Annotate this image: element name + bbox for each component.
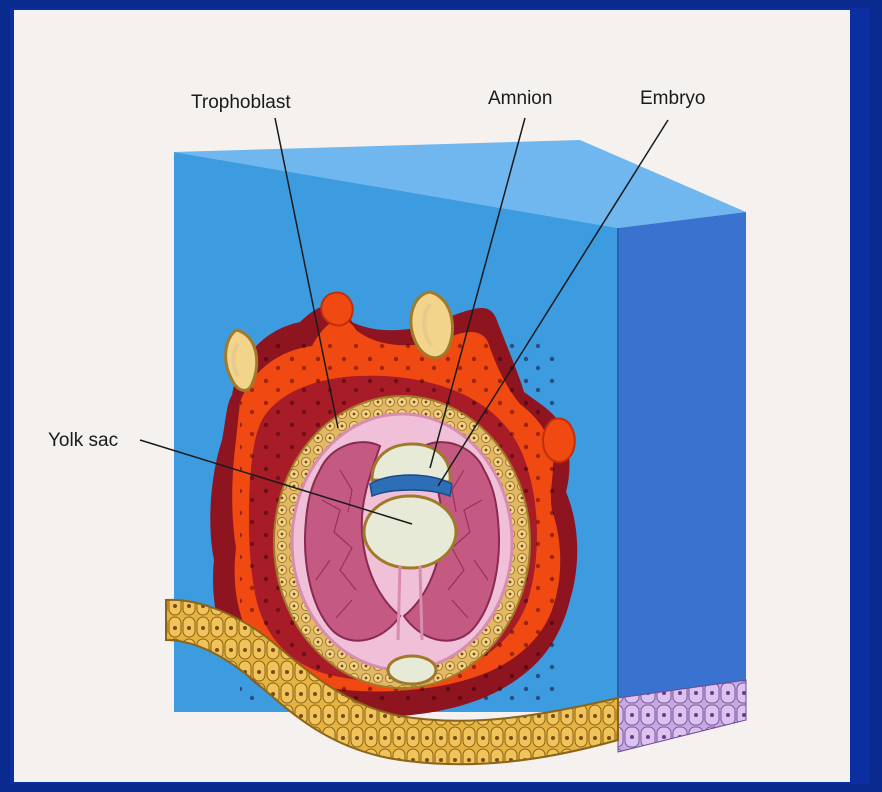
label-amnion: Amnion — [488, 88, 552, 109]
label-embryo: Embryo — [640, 88, 705, 109]
label-trophoblast: Trophoblast — [191, 92, 291, 113]
yolk-sac — [364, 496, 456, 568]
label-yolk-sac: Yolk sac — [48, 430, 118, 451]
exocoelomic-cyst — [388, 656, 436, 684]
endometrium-side-face — [618, 212, 746, 712]
